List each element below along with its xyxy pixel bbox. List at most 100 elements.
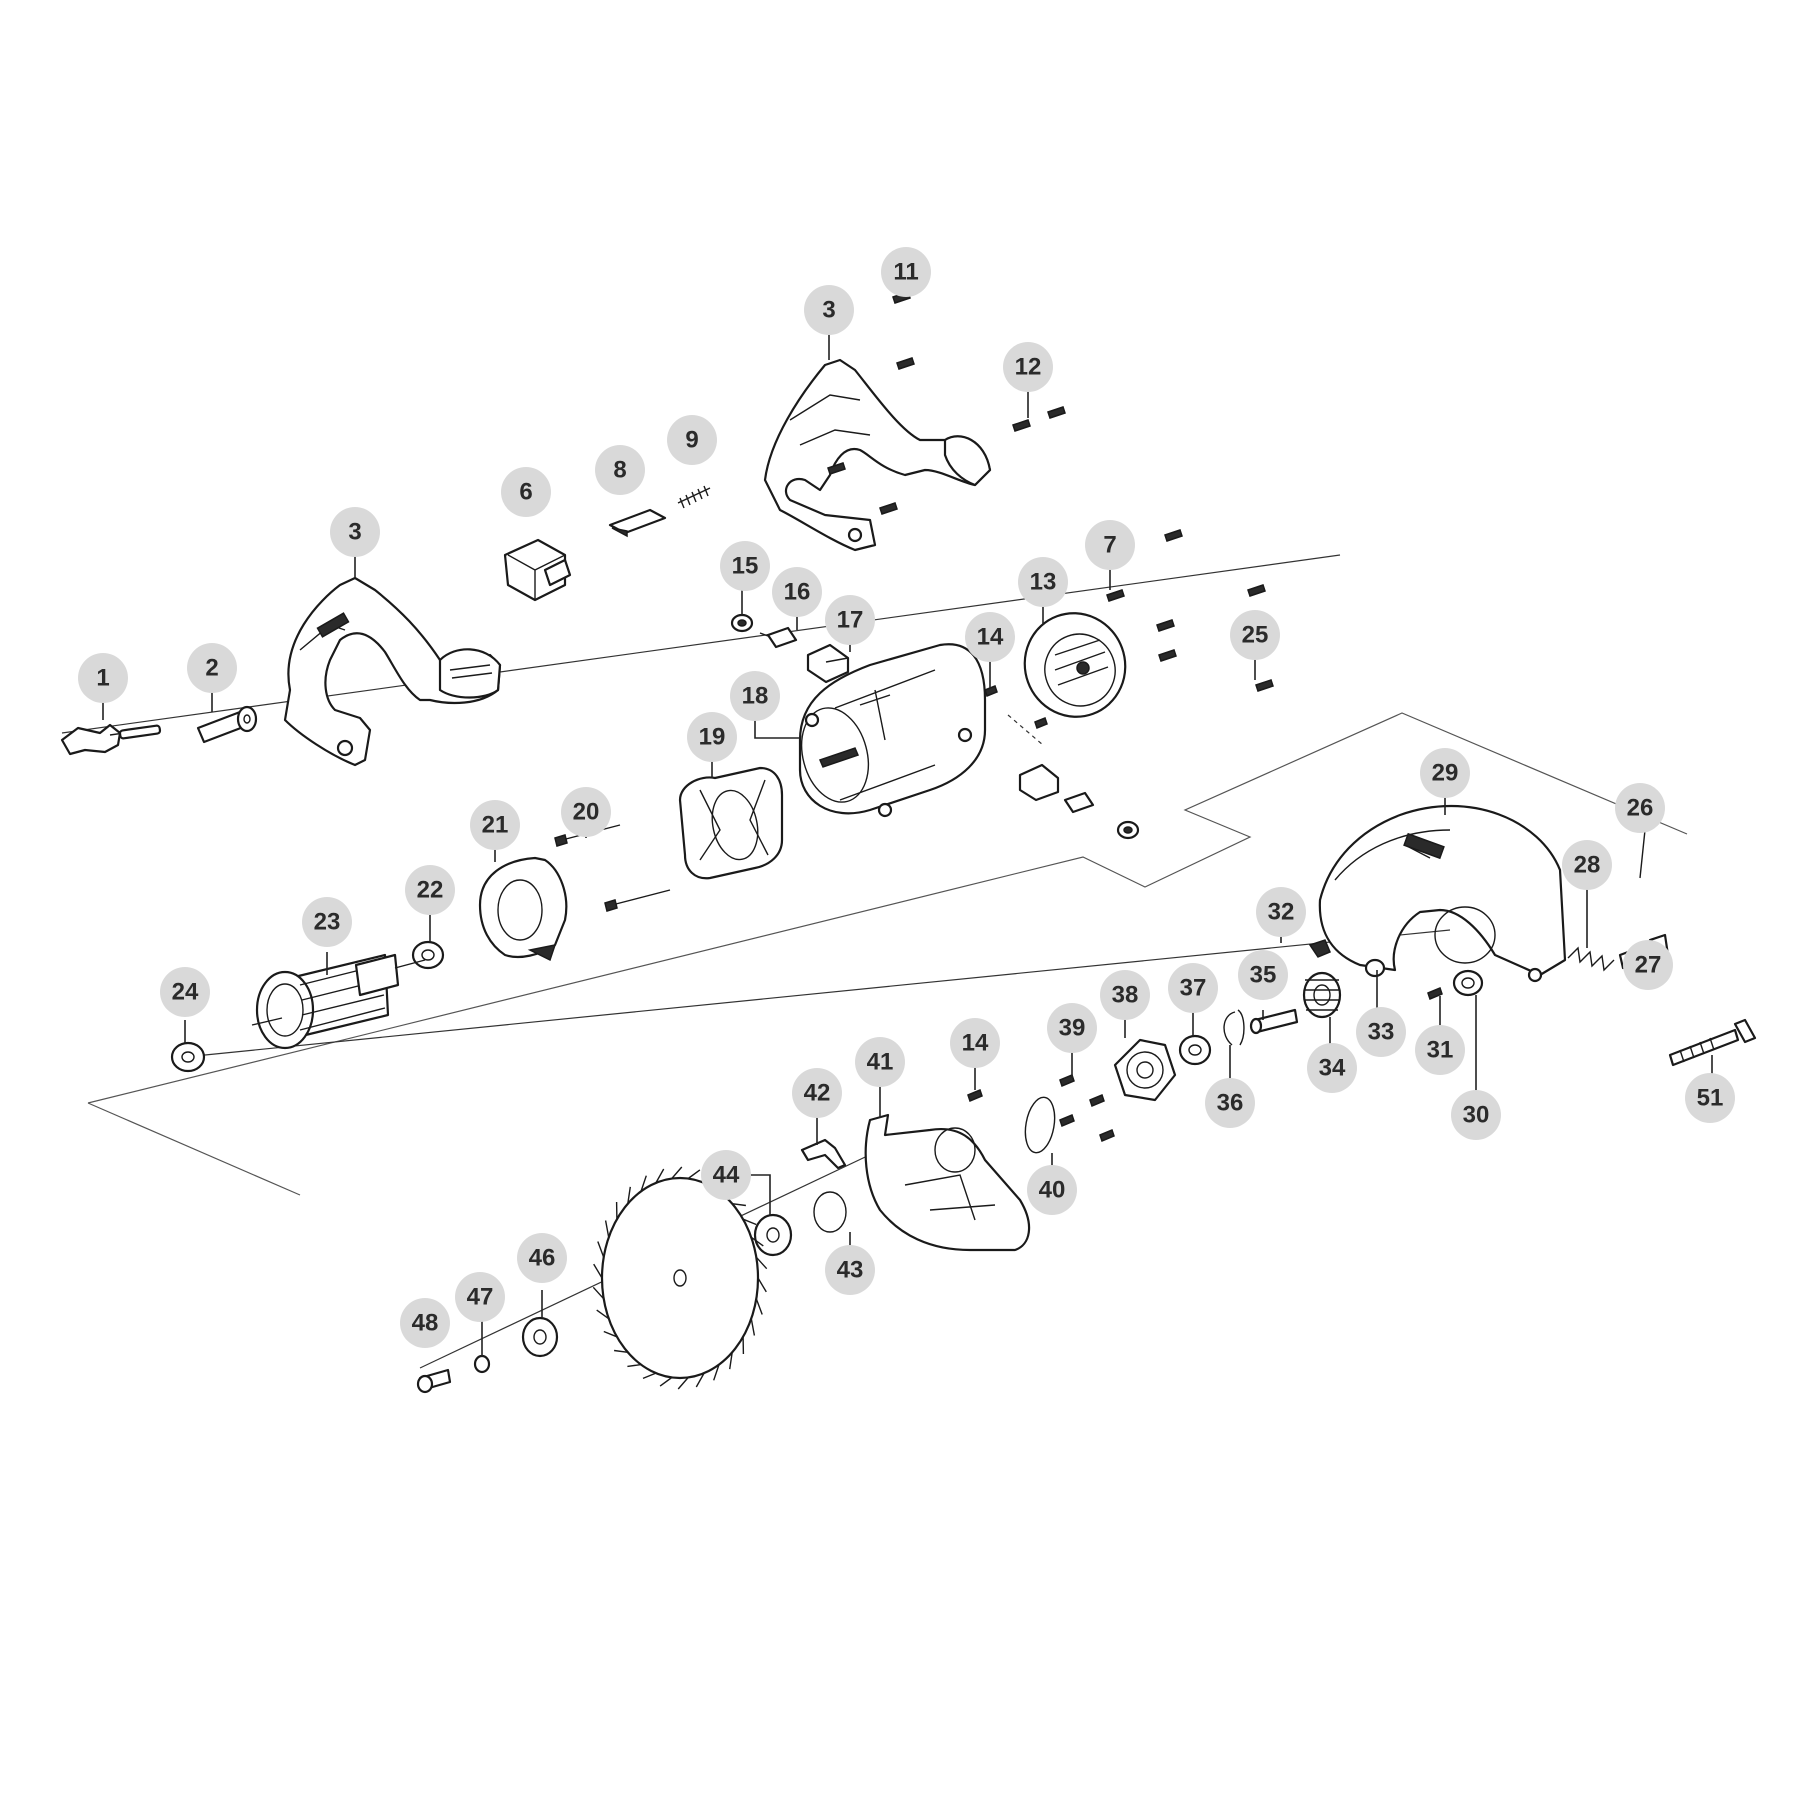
svg-text:40: 40 xyxy=(1039,1177,1066,1204)
callout-48: 48 xyxy=(400,1298,450,1348)
svg-text:21: 21 xyxy=(482,812,509,839)
part-9-spring xyxy=(677,485,711,509)
svg-text:48: 48 xyxy=(412,1310,439,1337)
svg-text:47: 47 xyxy=(467,1284,494,1311)
callout-18: 18 xyxy=(730,671,780,721)
part-20-through-bolts xyxy=(554,824,671,912)
callout-36: 36 xyxy=(1205,1078,1255,1128)
svg-text:20: 20 xyxy=(573,799,600,826)
callout-3-right: 3 xyxy=(804,285,854,335)
callout-13: 13 xyxy=(1018,557,1068,607)
callout-38: 38 xyxy=(1100,970,1150,1020)
callout-47: 47 xyxy=(455,1272,505,1322)
svg-text:37: 37 xyxy=(1180,975,1207,1002)
svg-text:22: 22 xyxy=(417,877,444,904)
svg-text:44: 44 xyxy=(713,1162,740,1189)
part-24-bearing xyxy=(170,1041,206,1073)
part-51-bolt xyxy=(1668,1018,1757,1067)
callout-12: 12 xyxy=(1003,342,1053,392)
callout-22: 22 xyxy=(405,865,455,915)
part-43-ring xyxy=(813,1191,847,1233)
svg-text:14: 14 xyxy=(962,1030,989,1057)
svg-text:2: 2 xyxy=(205,655,218,682)
part-48-bolt xyxy=(416,1368,452,1394)
part-17-brush-holder xyxy=(806,643,850,684)
part-14-screw-lower xyxy=(967,1088,983,1103)
part-8-switch-clip xyxy=(608,508,667,538)
part-41-lower-guard xyxy=(864,1113,1031,1252)
svg-text:38: 38 xyxy=(1112,982,1139,1009)
callout-23: 23 xyxy=(302,897,352,947)
part-brush-set-right xyxy=(1018,763,1140,840)
svg-text:24: 24 xyxy=(172,979,199,1006)
blade-teeth xyxy=(592,1166,768,1390)
svg-text:7: 7 xyxy=(1103,532,1116,559)
callout-42: 42 xyxy=(792,1068,842,1118)
callout-17: 17 xyxy=(825,595,875,645)
part-35-spindle xyxy=(1249,1008,1299,1035)
part-38-gear-housing xyxy=(1113,1038,1177,1102)
callout-7: 7 xyxy=(1085,520,1135,570)
svg-text:16: 16 xyxy=(784,579,811,606)
callout-44: 44 xyxy=(701,1150,751,1200)
callout-43: 43 xyxy=(825,1245,875,1295)
part-22-bearing xyxy=(411,940,445,970)
callout-39: 39 xyxy=(1047,1003,1097,1053)
callout-20: 20 xyxy=(561,787,611,837)
callout-3-left: 3 xyxy=(330,507,380,557)
screws xyxy=(827,291,1274,729)
svg-text:12: 12 xyxy=(1015,354,1042,381)
callout-8: 8 xyxy=(595,445,645,495)
callout-14-upper: 14 xyxy=(965,612,1015,662)
callouts: 1 2 3 3 6 7 8 9 11 12 13 14 14 15 16 17 … xyxy=(78,247,1735,1348)
callout-33: 33 xyxy=(1356,1007,1406,1057)
callout-35: 35 xyxy=(1238,950,1288,1000)
part-47-washer xyxy=(473,1354,491,1374)
svg-text:13: 13 xyxy=(1030,569,1057,596)
callout-29: 29 xyxy=(1420,748,1470,798)
part-1-cord-plug xyxy=(60,723,162,756)
svg-text:34: 34 xyxy=(1319,1055,1346,1082)
svg-text:19: 19 xyxy=(699,724,726,751)
svg-text:42: 42 xyxy=(804,1080,831,1107)
svg-text:39: 39 xyxy=(1059,1015,1086,1042)
callout-37: 37 xyxy=(1168,963,1218,1013)
callout-21: 21 xyxy=(470,800,520,850)
callout-27: 27 xyxy=(1623,940,1673,990)
part-13-rear-cover xyxy=(1023,612,1127,718)
svg-text:35: 35 xyxy=(1250,962,1277,989)
callout-32: 32 xyxy=(1256,887,1306,937)
callout-15: 15 xyxy=(720,541,770,591)
part-29-upper-guard xyxy=(1318,804,1567,983)
part-3-handle-left xyxy=(283,576,502,767)
part-34-gear xyxy=(1302,971,1342,1019)
part-37-bearing xyxy=(1178,1034,1212,1066)
callout-30: 30 xyxy=(1451,1090,1501,1140)
svg-text:14: 14 xyxy=(977,624,1004,651)
part-44-flange xyxy=(753,1213,793,1257)
callout-26: 26 xyxy=(1615,783,1665,833)
part-39-screws xyxy=(1059,1073,1115,1143)
svg-text:1: 1 xyxy=(96,665,109,692)
callout-6: 6 xyxy=(501,467,551,517)
callout-11: 11 xyxy=(881,247,931,297)
part-18-motor-housing xyxy=(798,643,987,818)
part-33-bushing xyxy=(1364,958,1386,978)
callout-2: 2 xyxy=(187,643,237,693)
part-3-handle-right xyxy=(763,358,992,552)
callout-34: 34 xyxy=(1307,1043,1357,1093)
part-16-carbon-brush xyxy=(759,626,798,649)
svg-text:31: 31 xyxy=(1427,1037,1454,1064)
svg-text:32: 32 xyxy=(1268,899,1295,926)
part-21-fan-baffle xyxy=(478,856,568,962)
part-31-screw xyxy=(1427,986,1443,1001)
svg-text:27: 27 xyxy=(1635,952,1662,979)
part-28-spring xyxy=(1567,946,1615,972)
svg-text:3: 3 xyxy=(822,297,835,324)
callout-41: 41 xyxy=(855,1037,905,1087)
callout-51: 51 xyxy=(1685,1073,1735,1123)
callout-31: 31 xyxy=(1415,1025,1465,1075)
svg-text:43: 43 xyxy=(837,1257,864,1284)
svg-text:3: 3 xyxy=(348,519,361,546)
